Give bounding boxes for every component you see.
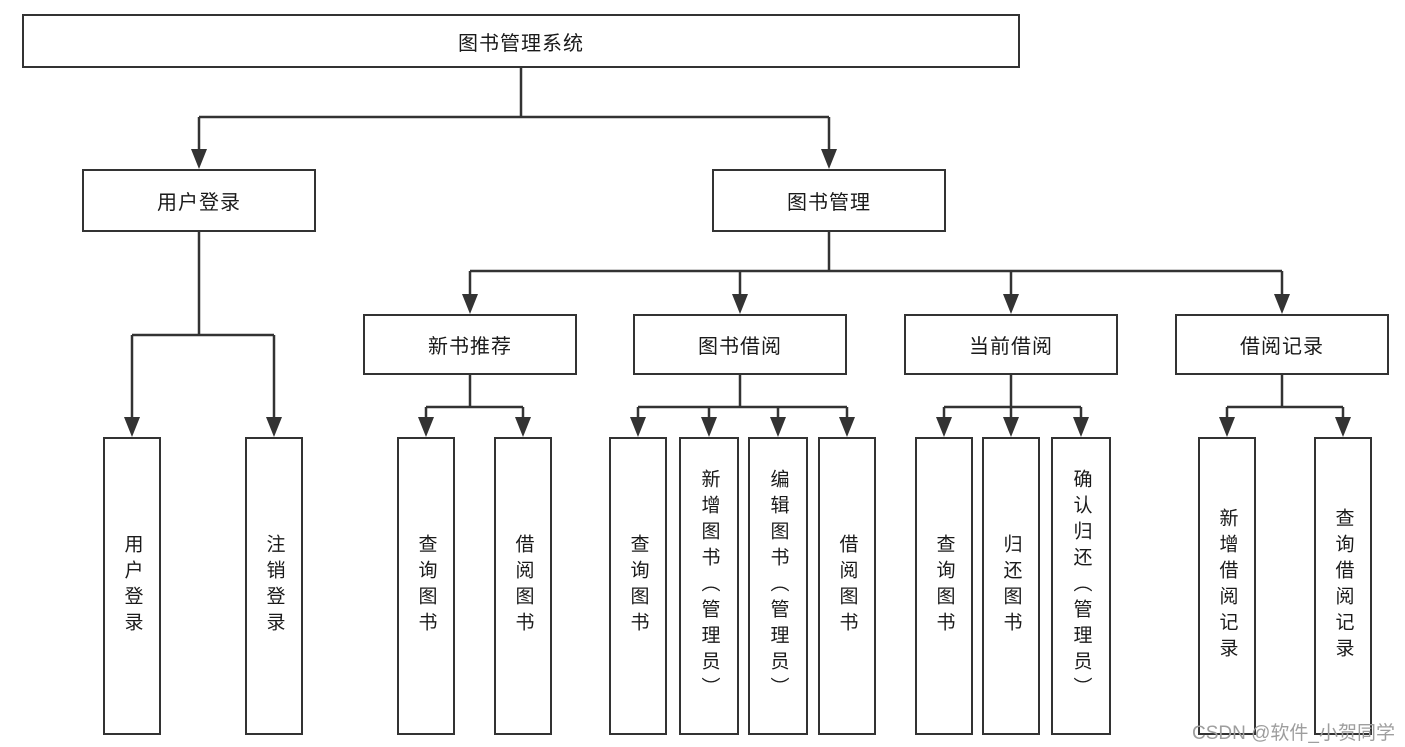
node-label: 图书管理系统	[458, 32, 584, 55]
leaf-query-books-2: 查询图书	[609, 437, 667, 735]
leaf-label: 查询图书	[933, 534, 955, 638]
arrow-down-icon	[1219, 417, 1235, 437]
leaf-add-borrow-record: 新增借阅记录	[1198, 437, 1256, 735]
leaf-label: 用户登录	[121, 534, 143, 638]
node-label: 图书借阅	[698, 336, 782, 358]
connector-borrowrecords-to-leaves	[1225, 375, 1345, 419]
arrow-down-icon	[191, 149, 207, 169]
arrow-down-icon	[266, 417, 282, 437]
leaf-label: 查询图书	[415, 534, 437, 638]
leaf-label: 注销登录	[263, 534, 285, 638]
arrow-down-icon	[1073, 417, 1089, 437]
node-label: 新书推荐	[428, 336, 512, 358]
leaf-return-books: 归还图书	[982, 437, 1040, 735]
connector-bookmgmt-to-level2	[468, 232, 1284, 296]
arrow-down-icon	[732, 294, 748, 314]
leaf-label: 确认归还（管理员）	[1070, 469, 1092, 703]
arrow-down-icon	[839, 417, 855, 437]
arrow-down-icon	[1335, 417, 1351, 437]
connector-bookborrow-to-leaves	[636, 375, 849, 419]
arrow-down-icon	[1003, 294, 1019, 314]
node-label: 图书管理	[787, 192, 871, 214]
leaf-label: 借阅图书	[836, 534, 858, 638]
connector-currentborrow-to-leaves	[942, 375, 1083, 419]
leaf-add-books-admin: 新增图书（管理员）	[679, 437, 739, 735]
arrow-down-icon	[418, 417, 434, 437]
leaf-label: 查询借阅记录	[1332, 508, 1354, 664]
node-current-borrow: 当前借阅	[904, 314, 1118, 375]
leaf-label: 编辑图书（管理员）	[767, 469, 789, 703]
leaf-borrow-books-2: 借阅图书	[818, 437, 876, 735]
leaf-logout: 注销登录	[245, 437, 303, 735]
leaf-query-books-3: 查询图书	[915, 437, 973, 735]
node-library-management-system: 图书管理系统	[22, 14, 1020, 68]
connector-newbooks-to-leaves	[424, 375, 525, 419]
arrow-down-icon	[936, 417, 952, 437]
arrow-down-icon	[462, 294, 478, 314]
node-label: 用户登录	[157, 192, 241, 214]
node-user-login: 用户登录	[82, 169, 316, 232]
leaf-borrow-books-1: 借阅图书	[494, 437, 552, 735]
connector-root-to-level1	[197, 68, 831, 151]
arrow-down-icon	[701, 417, 717, 437]
connector-userlogin-to-leaves	[130, 232, 276, 419]
arrow-down-icon	[124, 417, 140, 437]
arrow-down-icon	[770, 417, 786, 437]
leaf-user-login: 用户登录	[103, 437, 161, 735]
leaf-label: 新增借阅记录	[1216, 508, 1238, 664]
node-book-management: 图书管理	[712, 169, 946, 232]
leaf-label: 归还图书	[1000, 534, 1022, 638]
leaf-label: 查询图书	[627, 534, 649, 638]
leaf-confirm-return-admin: 确认归还（管理员）	[1051, 437, 1111, 735]
node-book-borrow: 图书借阅	[633, 314, 847, 375]
leaf-query-borrow-record: 查询借阅记录	[1314, 437, 1372, 735]
node-borrow-records: 借阅记录	[1175, 314, 1389, 375]
node-new-book-recommend: 新书推荐	[363, 314, 577, 375]
arrow-down-icon	[515, 417, 531, 437]
leaf-label: 借阅图书	[512, 534, 534, 638]
node-label: 借阅记录	[1240, 336, 1324, 358]
leaf-label: 新增图书（管理员）	[698, 469, 720, 703]
leaf-edit-books-admin: 编辑图书（管理员）	[748, 437, 808, 735]
arrow-down-icon	[1003, 417, 1019, 437]
leaf-query-books-1: 查询图书	[397, 437, 455, 735]
arrow-down-icon	[630, 417, 646, 437]
node-label: 当前借阅	[969, 336, 1053, 358]
csdn-watermark: CSDN @软件_小贺同学	[1192, 723, 1395, 744]
arrow-down-icon	[1274, 294, 1290, 314]
arrow-down-icon	[821, 149, 837, 169]
